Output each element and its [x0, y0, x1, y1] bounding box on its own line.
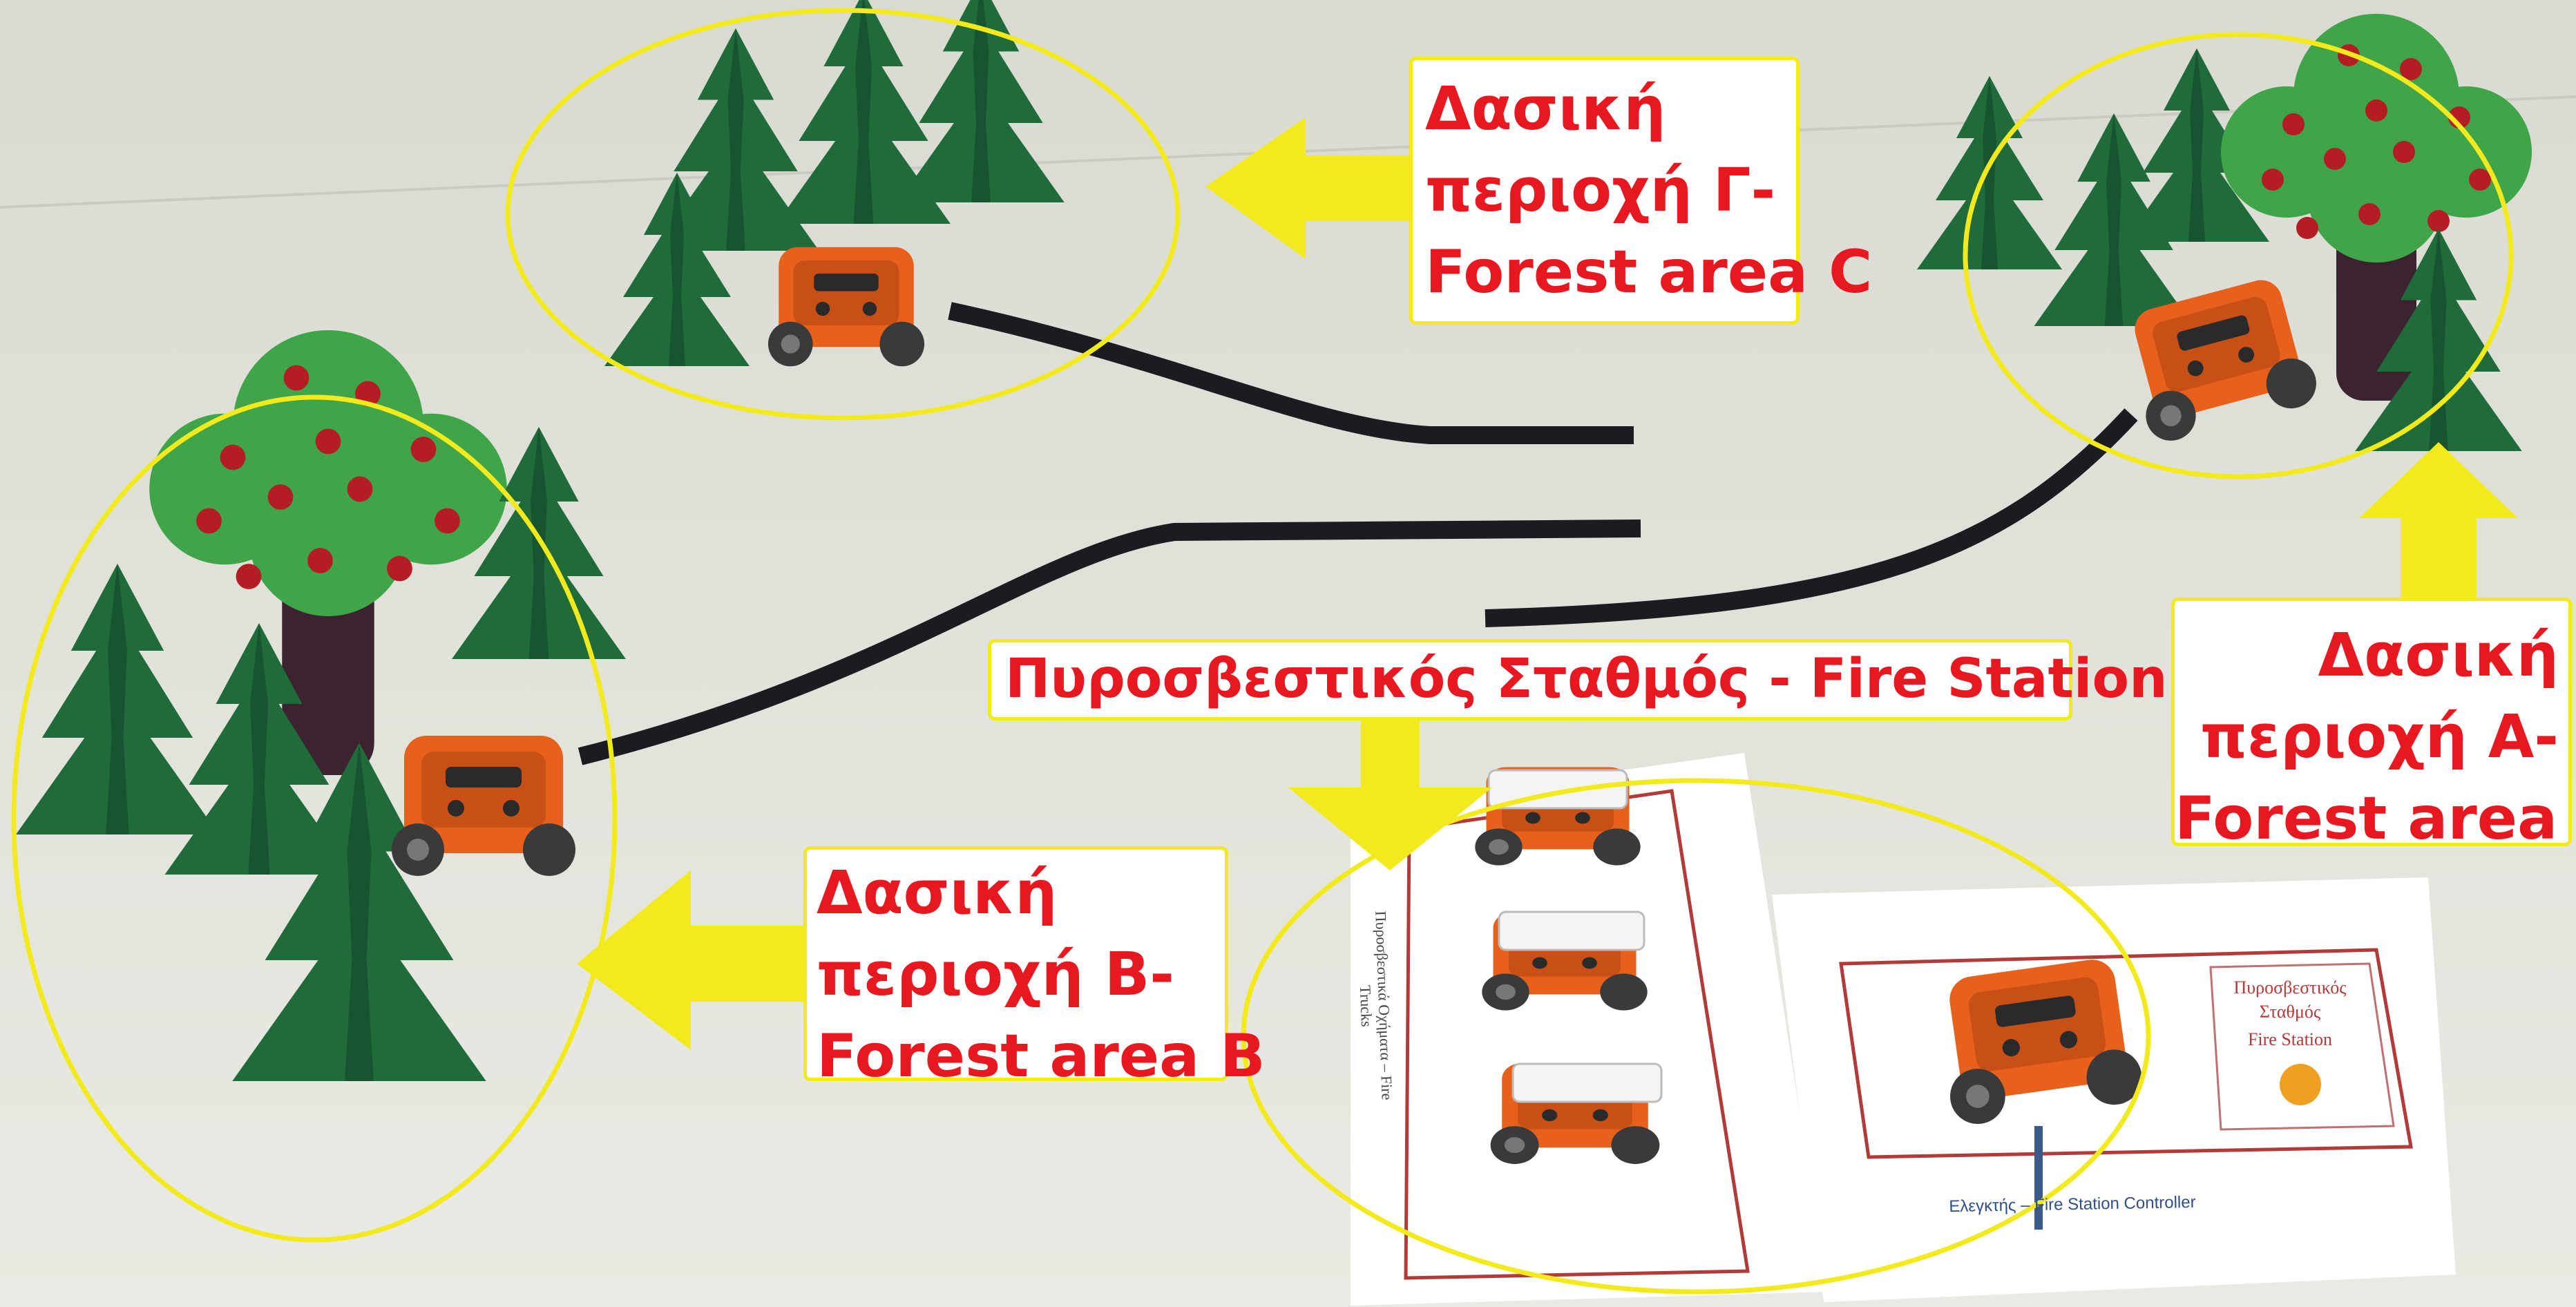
arrow-to-fire-station	[1288, 705, 1492, 870]
station-title-line3: Fire Station	[2247, 1029, 2333, 1049]
track-to-forest-a	[1485, 408, 2138, 627]
ellipse-forest-c	[505, 8, 1181, 421]
track-to-forest-b	[578, 519, 1641, 765]
label-fire-station: Πυροσβεστικός Σταθμός - Fire Station	[988, 639, 2168, 721]
label-forest-area-c: Δασική περιοχή Γ- Forest area C	[1409, 57, 1873, 325]
label-forest-b-line3: Forest area B	[817, 1022, 1266, 1091]
label-forest-b-line2: περιοχή Β-	[817, 940, 1174, 1009]
station-title-line2: Σταθμός	[2259, 1002, 2321, 1022]
track-to-forest-c	[948, 302, 1634, 444]
station-title-line1: Πυροσβεστικός	[2233, 977, 2347, 998]
ellipse-fire-station	[1241, 778, 2151, 1295]
label-forest-a-line1: Δασική	[2318, 621, 2559, 690]
label-forest-area-a: Δασική περιοχή Α- Forest area A	[2171, 598, 2576, 853]
label-forest-a-line3: Forest area A	[2175, 784, 2576, 853]
label-forest-c-line3: Forest area C	[1425, 238, 1873, 307]
label-forest-c-line2: περιοχή Γ-	[1425, 156, 1776, 225]
fire-trucks-sheet	[1351, 753, 1827, 1306]
label-forest-c-line1: Δασική	[1425, 75, 1666, 144]
arrow-to-forest-a	[2359, 442, 2518, 601]
tracks	[578, 302, 2138, 765]
label-forest-a-line2: περιοχή Α-	[2200, 703, 2559, 772]
arrow-to-forest-b	[577, 870, 808, 1050]
label-forest-b-line1: Δασική	[817, 859, 1058, 928]
arrow-to-forest-c	[1205, 117, 1413, 259]
ellipse-forest-b	[11, 394, 618, 1243]
arrows	[577, 117, 2518, 1050]
fire-station-sheet	[1772, 877, 2456, 1302]
label-forest-area-b: Δασική περιοχή Β- Forest area B	[803, 846, 1266, 1091]
highlight-ellipses	[11, 8, 2514, 1295]
label-fire-station-text: Πυροσβεστικός Σταθμός - Fire Station	[1005, 648, 2168, 710]
ellipse-forest-a	[1963, 32, 2514, 479]
